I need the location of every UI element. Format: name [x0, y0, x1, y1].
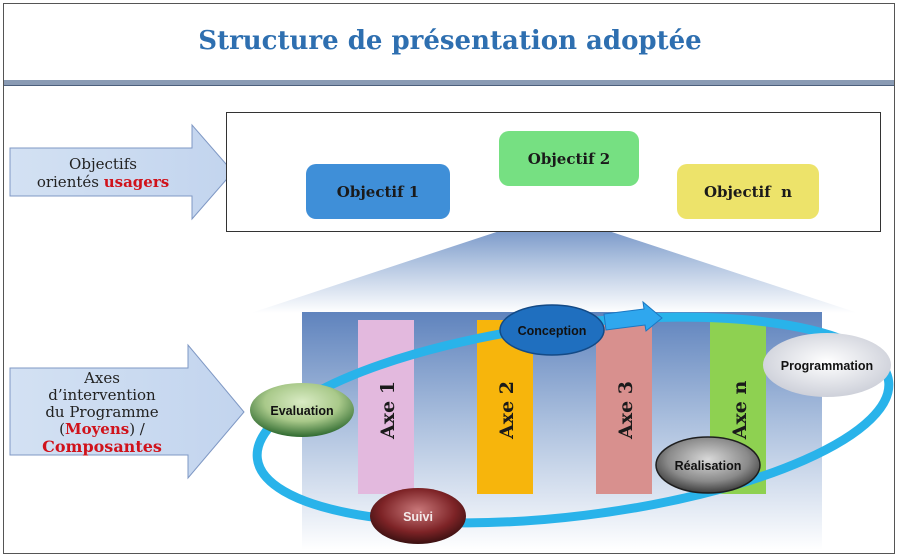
- objectives-arrow: [9, 123, 234, 221]
- objective-n-label: Objectif n: [703, 182, 793, 201]
- suivi-node: [370, 488, 466, 544]
- axis-label-n: Axe n: [729, 381, 751, 441]
- programmation-node: [763, 333, 891, 397]
- objective-n: Objectif n: [677, 164, 819, 219]
- axes-arrow-line2: d’intervention: [48, 386, 156, 404]
- evaluation-node: [250, 383, 354, 437]
- house-roof: [251, 213, 858, 313]
- axis-label-3: Axe 3: [615, 381, 637, 440]
- conception-node: [499, 304, 605, 356]
- axis-label-1: Axe 1: [377, 381, 399, 440]
- slide-frame: [3, 3, 895, 554]
- suivi-label: Suivi: [403, 510, 433, 524]
- axis-label-2: Axe 2: [496, 381, 518, 440]
- axis-pillar-3: [596, 320, 652, 494]
- objectives-arrow-line1: Objectifs: [69, 155, 137, 173]
- objectives-arrow-highlight: usagers: [103, 173, 170, 191]
- objectives-arrow-prefix: orientés: [36, 173, 99, 191]
- axes-arrow-line3: du Programme: [45, 403, 159, 421]
- axes-arrow-close: ) /: [129, 420, 145, 438]
- cycle-direction-arrow: [603, 300, 663, 332]
- objective-2-label: Objectif 2: [527, 149, 611, 168]
- realisation-node: [655, 436, 761, 494]
- conception-label: Conception: [518, 324, 587, 338]
- axis-pillar-1: [358, 320, 414, 494]
- objective-1-label: Objectif 1: [336, 182, 420, 201]
- objectives-arrow-line2: orientés usagers: [14, 173, 192, 191]
- slide-title: Structure de présentation adoptée: [198, 26, 702, 56]
- axes-arrow-text: Axes d’intervention du Programme (Moyens…: [14, 369, 190, 456]
- realisation-label: Réalisation: [675, 459, 742, 473]
- title-divider: [4, 80, 894, 86]
- axes-arrow-line4: (Moyens) /: [14, 421, 190, 438]
- evaluation-label: Evaluation: [270, 404, 333, 418]
- axes-arrow-moyens: Moyens: [64, 420, 130, 438]
- axes-arrow-line1: Axes: [84, 369, 120, 387]
- objective-1: Objectif 1: [306, 164, 450, 219]
- axes-arrow-open: (: [59, 420, 65, 438]
- objective-2: Objectif 2: [499, 131, 639, 186]
- axes-arrow-composantes: Composantes: [42, 437, 162, 456]
- axes-arrow: [9, 343, 245, 480]
- objectives-arrow-text: Objectifs orientés usagers: [14, 155, 192, 191]
- programmation-label: Programmation: [781, 359, 873, 373]
